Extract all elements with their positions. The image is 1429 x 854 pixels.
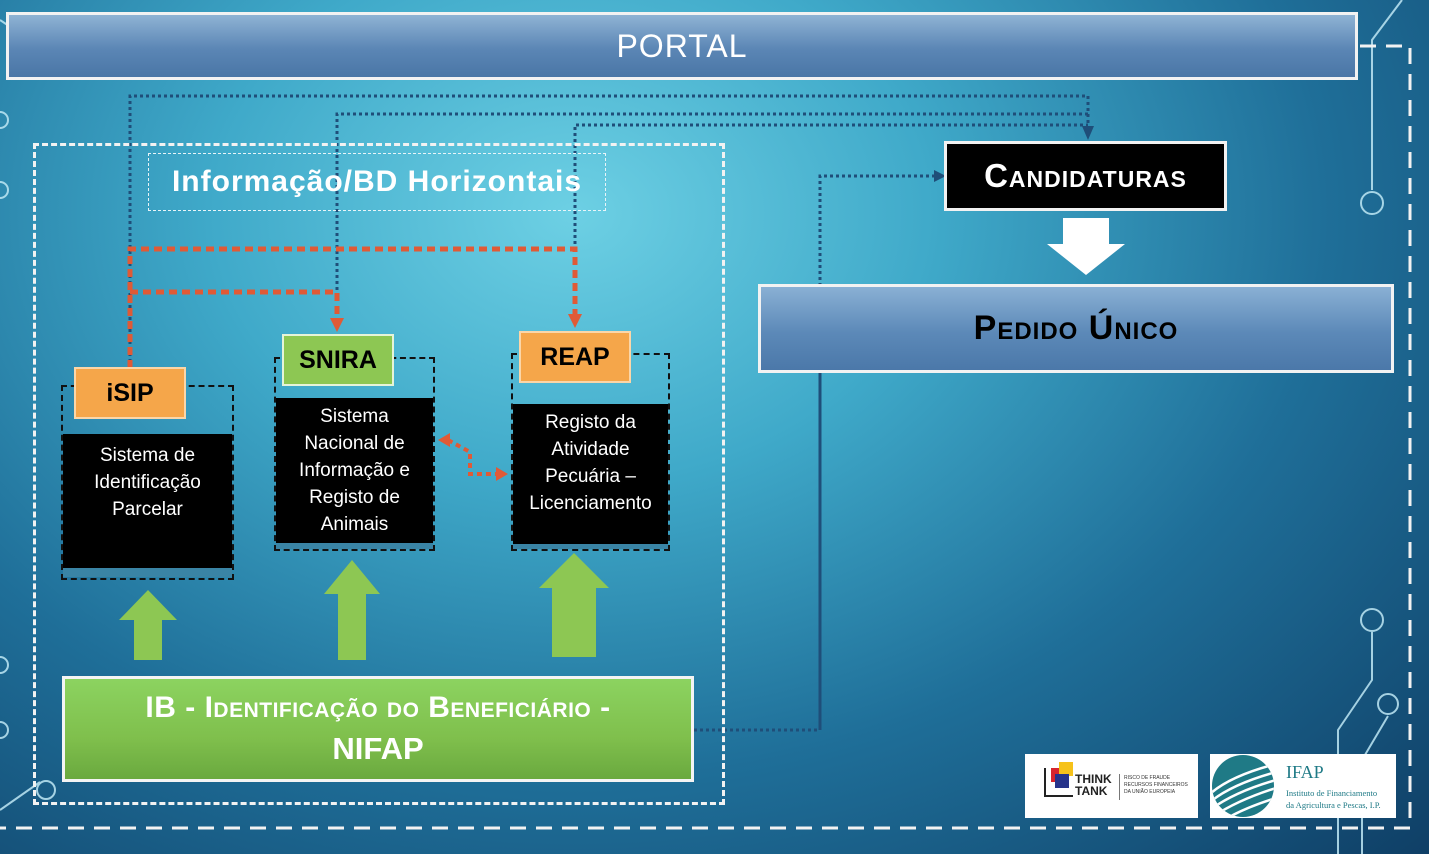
green-up-arrows bbox=[119, 553, 609, 660]
horizontal-group-frame bbox=[33, 143, 725, 805]
portal-bar: PORTAL bbox=[6, 12, 1358, 80]
ifap-logo: IFAP Instituto de Financiamento da Agric… bbox=[1210, 754, 1396, 818]
system-description: Sistema Nacional de Informação e Registo… bbox=[299, 406, 410, 535]
system-bar-snira bbox=[276, 543, 433, 549]
candidaturas-box: Candidaturas bbox=[944, 141, 1227, 211]
system-tag-isip: iSIP bbox=[74, 367, 186, 419]
system-body-reap: Registo da Atividade Pecuária – Licencia… bbox=[513, 404, 668, 544]
orange-dashed-connectors bbox=[127, 246, 578, 368]
ifap-wave-icon bbox=[1212, 755, 1274, 817]
pedido-unico-box: Pedido Único bbox=[758, 284, 1394, 373]
horizontal-group-title-text: Informação/BD Horizontais bbox=[171, 165, 583, 198]
system-tag-label: REAP bbox=[540, 342, 610, 371]
system-body-snira: Sistema Nacional de Informação e Registo… bbox=[276, 398, 433, 543]
system-tag-reap: REAP bbox=[519, 331, 631, 383]
arrowhead-to-snira-left bbox=[438, 433, 450, 447]
ifap-name: IFAP bbox=[1286, 762, 1324, 782]
down-arrow-white bbox=[1047, 218, 1125, 275]
beneficiary-box: IB - Identificação do Beneficiário - NIF… bbox=[62, 676, 694, 782]
arrowhead-to-snira bbox=[330, 318, 344, 332]
portal-title: PORTAL bbox=[616, 27, 748, 64]
think-tank-logo: THINK TANK RISCO DE FRAUDE RECURSOS FINA… bbox=[1025, 754, 1198, 818]
system-tag-label: SNIRA bbox=[299, 345, 377, 374]
beneficiary-line1: IB - Identificação do Beneficiário - bbox=[145, 691, 611, 724]
think-tank-line2: TANK bbox=[1075, 784, 1108, 798]
system-description: Registo da Atividade Pecuária – Licencia… bbox=[529, 412, 652, 514]
system-bar-reap bbox=[513, 544, 668, 549]
candidaturas-title: Candidaturas bbox=[984, 157, 1187, 194]
snira-reap-link bbox=[447, 438, 496, 476]
outer-frame-dash bbox=[0, 44, 1412, 830]
think-tank-sub3: DA UNIÃO EUROPEIA bbox=[1124, 789, 1176, 795]
system-tag-snira: SNIRA bbox=[282, 334, 394, 386]
think-tank-sub1: RISCO DE FRAUDE bbox=[1124, 775, 1171, 781]
arrowhead-to-reap-right bbox=[496, 467, 508, 481]
beneficiary-line2: NIFAP bbox=[332, 731, 424, 766]
think-tank-line1: THINK bbox=[1075, 772, 1112, 786]
pedido-unico-title: Pedido Único bbox=[973, 309, 1179, 347]
system-body-isip: Sistema de Identificação Parcelar bbox=[63, 434, 232, 568]
arrowhead-to-candidaturas bbox=[1082, 126, 1094, 140]
horizontal-group-title: Informação/BD Horizontais bbox=[148, 153, 606, 211]
system-bar-isip bbox=[63, 568, 232, 577]
system-tag-label: iSIP bbox=[106, 378, 154, 407]
think-tank-sub2: RECURSOS FINANCEIROS bbox=[1124, 782, 1188, 788]
arrowhead-from-ib bbox=[934, 170, 946, 182]
arrowhead-to-reap bbox=[568, 314, 582, 328]
system-description: Sistema de Identificação Parcelar bbox=[94, 445, 201, 520]
think-tank-mark-icon bbox=[1044, 762, 1073, 797]
blue-dotted-connectors bbox=[128, 94, 1090, 732]
ifap-line1: Instituto de Financiamento bbox=[1286, 788, 1378, 798]
ifap-line2: da Agricultura e Pescas, I.P. bbox=[1286, 800, 1381, 810]
